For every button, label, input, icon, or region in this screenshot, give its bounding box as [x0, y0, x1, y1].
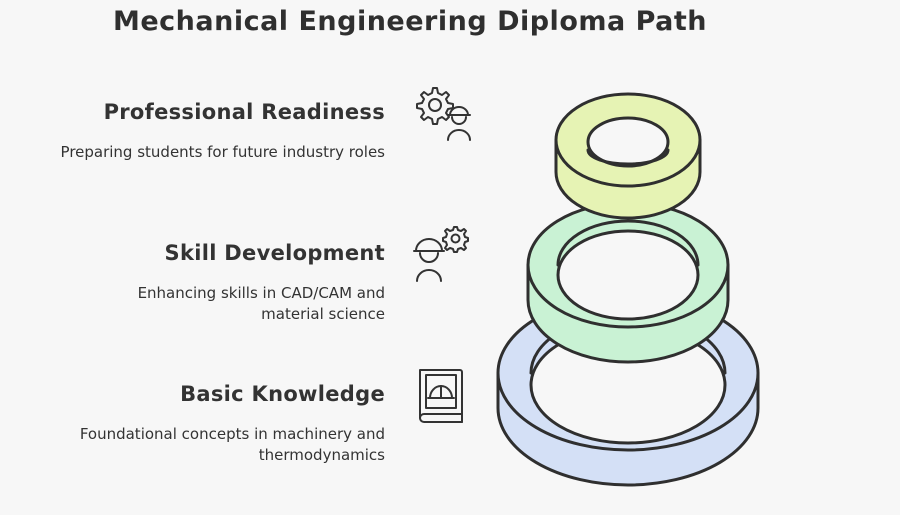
level-heading: Skill Development	[164, 241, 385, 265]
gear-worker-icon	[413, 84, 475, 144]
level-professional-readiness: Professional Readiness Preparing student…	[20, 100, 385, 163]
ring-skill-development	[526, 201, 730, 364]
worker-gear-icon	[413, 225, 475, 285]
level-heading: Basic Knowledge	[180, 382, 385, 406]
level-heading: Professional Readiness	[103, 100, 385, 124]
level-description: Enhancing skills in CAD/CAM and material…	[137, 284, 385, 323]
level-description: Foundational concepts in machinery and t…	[79, 425, 385, 464]
level-skill-development: Skill Development Enhancing skills in CA…	[20, 241, 385, 325]
book-helmet-icon	[416, 366, 468, 426]
level-basic-knowledge: Basic Knowledge Foundational concepts in…	[20, 382, 385, 466]
page-title: Mechanical Engineering Diploma Path	[112, 6, 708, 37]
ring-professional-readiness	[554, 92, 702, 220]
level-description: Preparing students for future industry r…	[60, 143, 385, 161]
